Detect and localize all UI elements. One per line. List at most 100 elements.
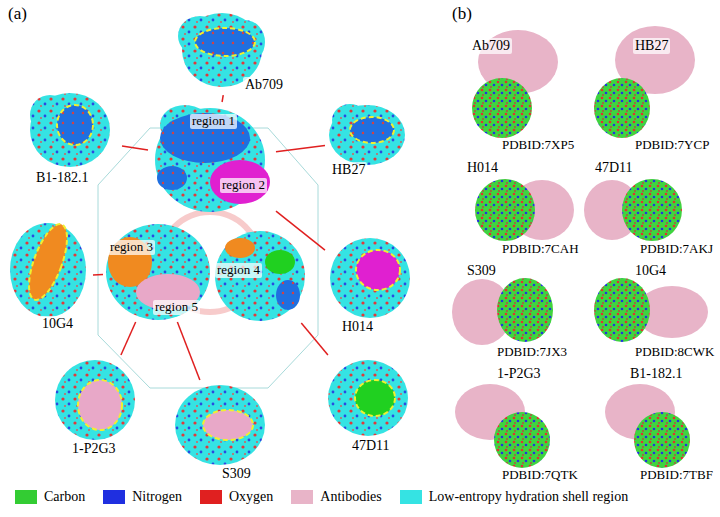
- pdb-id: PDBID:7QTK: [500, 468, 580, 483]
- text-holder: Ab709: [243, 77, 285, 93]
- text-holder: region 5: [153, 300, 200, 315]
- antibody-name: S309: [465, 263, 498, 279]
- protein-surface: [106, 224, 210, 320]
- text-holder: 1-P2G3: [70, 441, 118, 457]
- text-holder: HB27: [330, 162, 367, 178]
- text-holder: 10G4: [633, 263, 668, 279]
- text-holder: S309: [220, 466, 253, 482]
- protein-surface: [215, 231, 305, 321]
- antibody-name: 10G4: [40, 316, 75, 332]
- antibody-name: B1-182.1: [628, 366, 685, 382]
- antibody-name: 1-P2G3: [70, 441, 118, 457]
- text-holder: PDBID:7JX3: [495, 345, 569, 360]
- link-line: [276, 146, 325, 152]
- link-line: [177, 322, 199, 380]
- protein-surface: [178, 13, 265, 87]
- antibody-name: 47D11: [593, 160, 635, 176]
- protein-surface: [155, 105, 270, 212]
- complex-panel: HB27PDBID:7YCP: [588, 18, 715, 158]
- complex-panel: 10G4PDBID:8CWK: [588, 263, 718, 363]
- text-holder: H014: [340, 319, 375, 335]
- antibody-site: 47D11: [325, 355, 415, 456]
- link-line: [276, 211, 325, 250]
- protein-surface: [55, 360, 135, 440]
- region-label: region 3: [108, 240, 155, 255]
- legend-item: Carbon: [15, 489, 85, 505]
- antibody-site: S309: [170, 380, 270, 484]
- text-holder: B1-182.1: [34, 170, 91, 186]
- pdb-id: PDBID:7CAH: [500, 242, 581, 257]
- pdb-id: PDBID:8CWK: [633, 345, 716, 360]
- pdb-id: PDBID:7TBF: [638, 468, 715, 483]
- legend-swatch: [400, 490, 422, 504]
- legend-swatch: [200, 490, 222, 504]
- text-holder: region 1: [190, 114, 237, 129]
- text-holder: region 2: [220, 178, 267, 193]
- antibody-site: Ab709: [175, 5, 287, 95]
- protein-surface: [329, 104, 405, 165]
- text-holder: S309: [465, 263, 498, 279]
- region-label: region 4: [215, 263, 262, 278]
- region-cluster: region 1 region 2: [148, 102, 276, 218]
- legend-swatch: [103, 490, 125, 504]
- panel-label: (b): [452, 4, 472, 24]
- legend-text: Carbon: [44, 489, 85, 505]
- complex-panel: H014PDBID:7CAH: [455, 160, 583, 260]
- legend-swatch: [15, 490, 37, 504]
- text-holder: B1-182.1: [628, 366, 685, 382]
- complex-panel: Ab709PDBID:7XP5: [455, 18, 580, 158]
- protein-surface: [330, 238, 410, 318]
- protein-surface: [10, 220, 86, 317]
- region-label: region 5: [153, 300, 200, 315]
- region-label: region 1: [190, 114, 237, 129]
- text-holder: 1-P2G3: [495, 366, 543, 382]
- legend-item: Nitrogen: [103, 489, 182, 505]
- text-holder: PDBID:7TBF: [638, 468, 715, 483]
- text-holder: PDBID:7CAH: [500, 242, 581, 257]
- complex-panel: S309PDBID:7JX3: [455, 263, 580, 363]
- text-holder: PDBID:7YCP: [633, 138, 711, 153]
- antibody-site: HB27: [325, 98, 413, 182]
- protein-surface: [175, 385, 265, 465]
- complex-structure: [452, 278, 553, 345]
- complex-structure: [475, 179, 574, 241]
- legend-item: Oxygen: [200, 489, 273, 505]
- link-line: [122, 146, 148, 150]
- antibody-name: Ab709: [470, 38, 512, 54]
- panel-label: (a): [8, 4, 27, 24]
- antibody-name: 10G4: [633, 263, 668, 279]
- antibody-name: H014: [340, 319, 375, 335]
- complex-panel: 1-P2G3PDBID:7QTK: [455, 366, 582, 486]
- text-holder: H014: [465, 160, 500, 176]
- antibody-site: H014: [325, 235, 415, 337]
- complex-panel: 47D11PDBID:7AKJ: [588, 160, 717, 260]
- legend-text: Antibodies: [320, 489, 381, 505]
- complex-panel: B1-182.1PDBID:7TBF: [588, 366, 717, 486]
- complex-structure: [594, 278, 708, 342]
- pdb-id: PDBID:7XP5: [500, 138, 576, 153]
- complex-structure: [455, 384, 550, 468]
- text-holder: PDBID:7AKJ: [638, 242, 715, 257]
- text-holder: HB27: [633, 38, 670, 54]
- pdb-id: PDBID:7AKJ: [638, 242, 715, 257]
- text-holder: 47D11: [593, 160, 635, 176]
- text-holder: region 3: [108, 240, 155, 255]
- text-holder: Ab709: [470, 38, 512, 54]
- protein-surface: [328, 360, 408, 436]
- legend-item: Antibodies: [291, 489, 381, 505]
- legend-text: Nitrogen: [132, 489, 182, 505]
- antibody-name: 47D11: [350, 438, 392, 454]
- text-holder: PDBID:8CWK: [633, 345, 716, 360]
- pdb-id: PDBID:7YCP: [633, 138, 711, 153]
- antibody-name: 1-P2G3: [495, 366, 543, 382]
- region-cluster: region 3 region 5: [103, 222, 213, 322]
- region-label: region 2: [220, 178, 267, 193]
- complex-structure: [594, 26, 695, 138]
- legend-item: Low-entropy hydration shell region: [400, 489, 628, 505]
- antibody-name: H014: [465, 160, 500, 176]
- legend-text: Oxygen: [229, 489, 273, 505]
- text-holder: PDBID:7QTK: [500, 468, 580, 483]
- legend-swatch: [291, 490, 313, 504]
- antibody-name: Ab709: [243, 77, 285, 93]
